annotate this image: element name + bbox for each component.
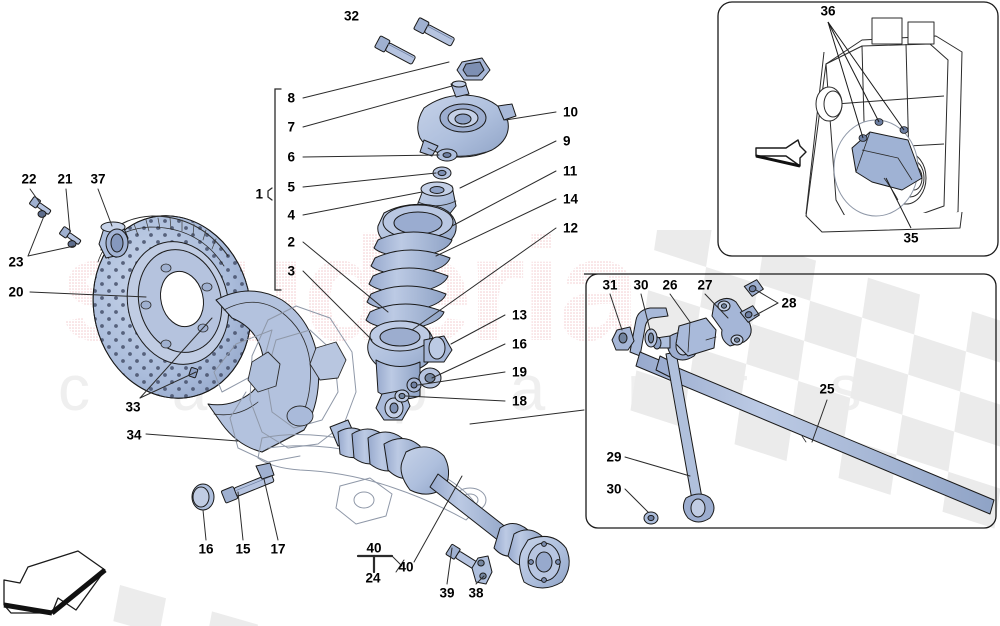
damper-body (367, 320, 453, 421)
callout-12: 12 (563, 220, 579, 236)
callout-27: 27 (697, 277, 713, 293)
callout-20: 20 (8, 284, 24, 300)
stabilizer-clamp (711, 298, 752, 347)
callout-21: 21 (57, 171, 73, 187)
callout-15: 15 (235, 541, 251, 557)
callout-31: 31 (602, 277, 618, 293)
shock-upper-nut (450, 80, 470, 98)
callout-34: 34 (126, 427, 142, 443)
callout-13: 13 (512, 307, 528, 323)
brake-disc-fasteners (29, 196, 129, 259)
callout-19: 19 (512, 364, 528, 380)
shock-mounting-bolts (374, 17, 455, 65)
hub-carrier-blue-accents (247, 341, 347, 427)
callout-16: 16 (198, 541, 214, 557)
callout-25: 25 (819, 381, 835, 397)
callout-22: 22 (21, 171, 37, 187)
callout-30: 30 (606, 481, 622, 497)
stabilizer-clamp-bolts (739, 279, 764, 323)
callout-1: 1 (255, 186, 263, 202)
callout-36: 36 (820, 3, 836, 19)
callout-32: 32 (343, 8, 359, 24)
callout-29: 29 (606, 449, 622, 465)
shock-retaining-nut (456, 57, 491, 81)
callout-28: 28 (781, 295, 797, 311)
drop-link-nut-lower (643, 511, 659, 525)
stabilizer-bush (675, 317, 717, 357)
coil-spring (365, 231, 453, 331)
callout-24: 24 (365, 570, 381, 586)
callout-14: 14 (563, 191, 579, 207)
callout-4: 4 (287, 207, 295, 223)
watermark-checkered-flag-corner (113, 585, 258, 626)
callout-16: 16 (512, 336, 528, 352)
callout-37: 37 (90, 171, 106, 187)
callout-10: 10 (563, 104, 579, 120)
drive-shaft-assembly (329, 419, 570, 589)
callout-8: 8 (287, 90, 295, 106)
callout-5: 5 (287, 179, 295, 195)
callout-9: 9 (563, 133, 571, 149)
callout-40: 40 (398, 559, 414, 575)
callout-3: 3 (287, 263, 295, 279)
stabilizer-washer-30 (644, 328, 658, 348)
callout-40: 40 (366, 540, 382, 556)
callout-17: 17 (270, 541, 286, 557)
callout-6: 6 (287, 149, 295, 165)
callout-7: 7 (287, 119, 295, 135)
callout-38: 38 (468, 585, 484, 601)
callout-23: 23 (8, 254, 24, 270)
callout-33: 33 (125, 399, 141, 415)
callout-39: 39 (439, 585, 455, 601)
stabilizer-nut-31 (611, 326, 635, 351)
callout-11: 11 (563, 163, 578, 179)
callout-2: 2 (287, 234, 295, 250)
shock-washer (436, 148, 458, 162)
shield-bolt (188, 367, 199, 379)
callout-30: 30 (633, 277, 649, 293)
callout-18: 18 (512, 393, 528, 409)
shaft-retainer-parts (445, 543, 493, 585)
damper-bushing-set (394, 367, 442, 403)
callout-35: 35 (903, 230, 919, 246)
callout-26: 26 (662, 277, 678, 293)
